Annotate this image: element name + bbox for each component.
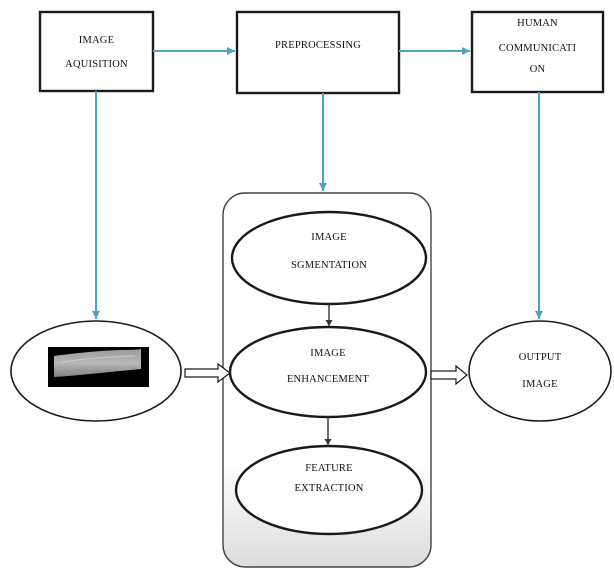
feature-label-line1: FEATURE [305,463,353,474]
preprocessing-box [235,10,401,95]
segmentation-label-line1: IMAGE [311,232,347,243]
human-communication-box [470,10,605,94]
enhancement-label-line1: IMAGE [310,348,346,359]
human-label-line2: COMMUNICATI [498,43,577,54]
image-acquisition-box [38,10,155,93]
enhancement-label-line2: ENHANCEMENT [286,374,370,385]
image-segmentation-ellipse [230,210,428,306]
feature-label-line2: EXTRACTION [294,483,364,494]
acquisition-label-line1: IMAGE [78,35,115,46]
human-label-line1: HUMAN [517,18,558,29]
human-label-line3: ON [529,64,546,75]
hollow-arrow-container-to-output [430,364,468,386]
segmentation-label-line2: SGMENTATION [290,260,368,271]
image-enhancement-ellipse [228,325,428,419]
feature-extraction-ellipse [234,444,424,536]
output-label-line2: IMAGE [522,379,558,390]
hollow-arrow-input-to-container [184,362,231,384]
specimen-thumbnail [48,347,149,387]
preprocessing-label: PREPROCESSING [274,40,362,51]
output-image-ellipse [468,320,612,422]
output-label-line1: OUTPUT [518,352,562,363]
acquisition-label-line2: AQUISITION [65,59,128,70]
